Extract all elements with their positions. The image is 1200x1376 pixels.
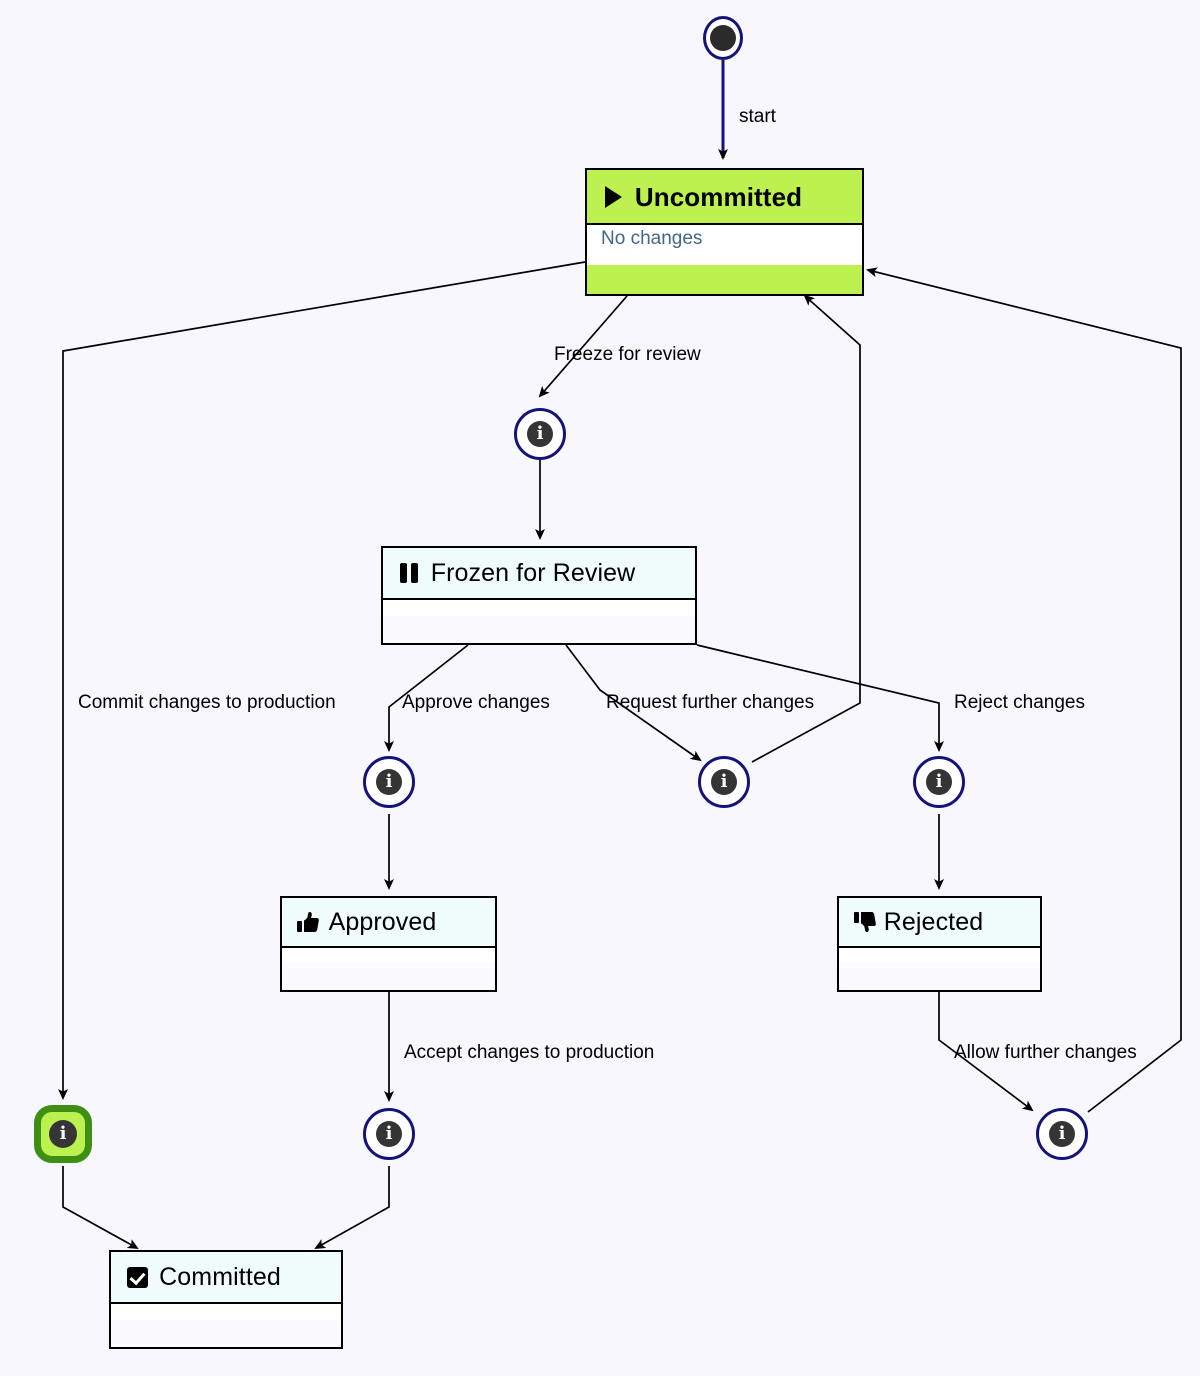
info-icon: i <box>49 1120 77 1148</box>
info-icon: i <box>711 769 737 795</box>
pause-icon <box>397 561 421 585</box>
state-uncommitted-header: Uncommitted <box>587 170 862 225</box>
state-uncommitted-title: Uncommitted <box>634 181 803 212</box>
info-node-commit[interactable]: i <box>34 1105 92 1163</box>
state-approved-header: Approved <box>282 898 495 948</box>
state-frozen-body-bottom <box>383 616 695 643</box>
start-node[interactable] <box>703 16 743 60</box>
state-approved-title: Approved <box>328 907 437 936</box>
play-icon <box>601 185 625 209</box>
edge-label-request-further-changes: Request further changes <box>606 692 815 713</box>
state-uncommitted-body: No changes <box>587 225 862 265</box>
state-approved-body-bottom <box>282 963 495 990</box>
state-rejected-body-top <box>839 948 1040 963</box>
info-icon: i <box>1049 1121 1075 1147</box>
thumbs-down-icon <box>853 910 877 934</box>
info-icon: i <box>527 421 553 447</box>
state-frozen-body-top <box>383 600 695 616</box>
state-uncommitted-footer <box>587 265 862 294</box>
info-icon: i <box>376 1121 402 1147</box>
edge-info-commit-to-committed <box>62 1166 139 1249</box>
state-approved-body-top <box>282 948 495 963</box>
state-committed-header: Committed <box>111 1252 341 1304</box>
state-rejected-body-bottom <box>839 963 1040 990</box>
thumbs-up-icon <box>296 910 320 934</box>
state-committed[interactable]: Committed <box>109 1250 343 1349</box>
state-uncommitted[interactable]: Uncommitted No changes <box>585 168 864 296</box>
info-node-accept[interactable]: i <box>363 1108 415 1160</box>
state-uncommitted-description: No changes <box>601 228 703 249</box>
edge-label-allow-further-changes: Allow further changes <box>954 1042 1137 1063</box>
edge-info-accept-to-committed <box>314 1166 390 1249</box>
edge-label-start: start <box>739 106 776 127</box>
state-frozen-for-review[interactable]: Frozen for Review <box>381 546 697 645</box>
info-node-freeze[interactable]: i <box>514 408 566 460</box>
info-node-approve[interactable]: i <box>363 756 415 808</box>
state-rejected[interactable]: Rejected <box>837 896 1042 992</box>
state-committed-body-top <box>111 1304 341 1320</box>
start-node-dot <box>710 25 736 51</box>
info-icon: i <box>376 769 402 795</box>
state-approved[interactable]: Approved <box>280 896 497 992</box>
edge-label-accept-changes: Accept changes to production <box>404 1042 655 1063</box>
state-rejected-header: Rejected <box>839 898 1040 948</box>
checkbox-icon <box>125 1265 149 1289</box>
state-frozen-title: Frozen for Review <box>430 558 636 587</box>
state-frozen-header: Frozen for Review <box>383 548 695 600</box>
edge-label-reject-changes: Reject changes <box>954 692 1085 713</box>
info-icon: i <box>926 769 952 795</box>
edge-label-commit-changes: Commit changes to production <box>78 692 336 713</box>
edge-label-approve-changes: Approve changes <box>402 692 550 713</box>
state-committed-body-bottom <box>111 1320 341 1347</box>
info-node-request[interactable]: i <box>698 756 750 808</box>
info-node-allow[interactable]: i <box>1036 1108 1088 1160</box>
state-rejected-title: Rejected <box>883 907 984 936</box>
info-node-reject[interactable]: i <box>913 756 965 808</box>
edge-label-freeze-for-review: Freeze for review <box>554 344 701 365</box>
state-committed-title: Committed <box>159 1262 281 1291</box>
